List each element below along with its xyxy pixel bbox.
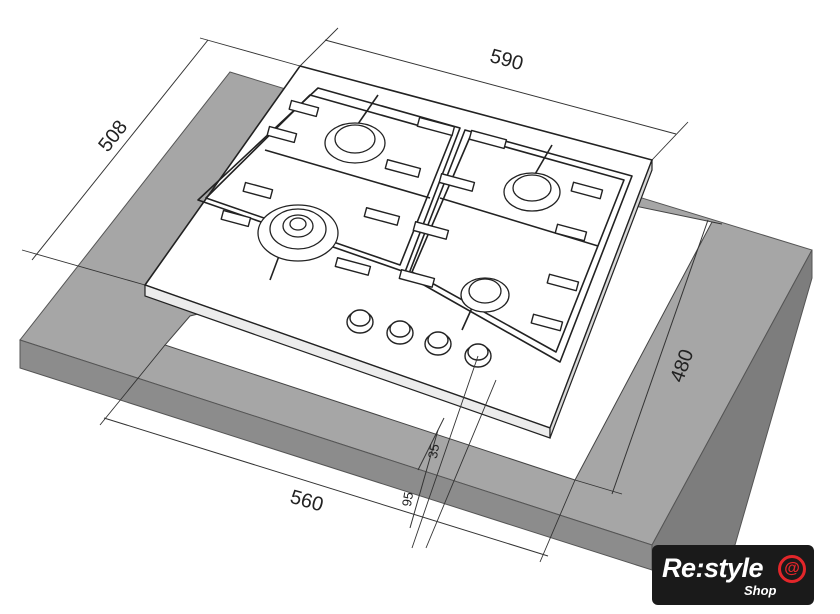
- hob-side-edge: [549, 159, 653, 439]
- grate-finger: [266, 125, 298, 144]
- burner-rear-right: [503, 172, 561, 212]
- knob-2[interactable]: [386, 320, 414, 345]
- grate-bar: [264, 149, 431, 199]
- grate-finger: [242, 181, 274, 200]
- grate-finger: [546, 273, 580, 292]
- grate-finger: [398, 269, 436, 288]
- grate-finger: [570, 181, 604, 200]
- grate-finger: [363, 207, 401, 226]
- restyle-shop-logo: Re:style Shop @: [652, 545, 814, 605]
- grate-finger: [334, 257, 372, 276]
- burner-front-right: [460, 277, 510, 313]
- burners: [257, 122, 561, 313]
- dimension-knob-offset-label: 35: [425, 443, 442, 460]
- knob-4[interactable]: [464, 343, 492, 368]
- hob: [143, 65, 654, 439]
- grate-finger: [530, 313, 564, 332]
- logo-at-icon: @: [778, 555, 806, 583]
- grate-finger: [468, 129, 508, 150]
- grate-finger: [288, 99, 320, 118]
- logo-sub-text: Shop: [744, 583, 777, 598]
- grate-finger: [384, 159, 422, 178]
- logo-brand-text: Re:style: [662, 553, 764, 583]
- grate-finger: [554, 223, 588, 242]
- control-knobs: [346, 309, 492, 368]
- grate-finger: [220, 209, 252, 228]
- grate-finger: [416, 116, 456, 137]
- knob-3[interactable]: [424, 331, 452, 356]
- dimension-front-offsets: 35 95: [399, 355, 497, 549]
- grate-left-inner: [205, 94, 453, 266]
- dimension-depth-label: 508: [94, 116, 132, 156]
- dimension-width-label: 590: [488, 45, 526, 75]
- burner-wok: [257, 204, 339, 262]
- dimension-cutout-width-label: 560: [288, 486, 326, 516]
- knob-1[interactable]: [346, 309, 374, 334]
- dimension-front-offset-label: 95: [399, 491, 416, 508]
- burner-rear-left: [324, 122, 386, 164]
- grate-finger: [412, 221, 450, 240]
- grate-finger: [438, 173, 476, 192]
